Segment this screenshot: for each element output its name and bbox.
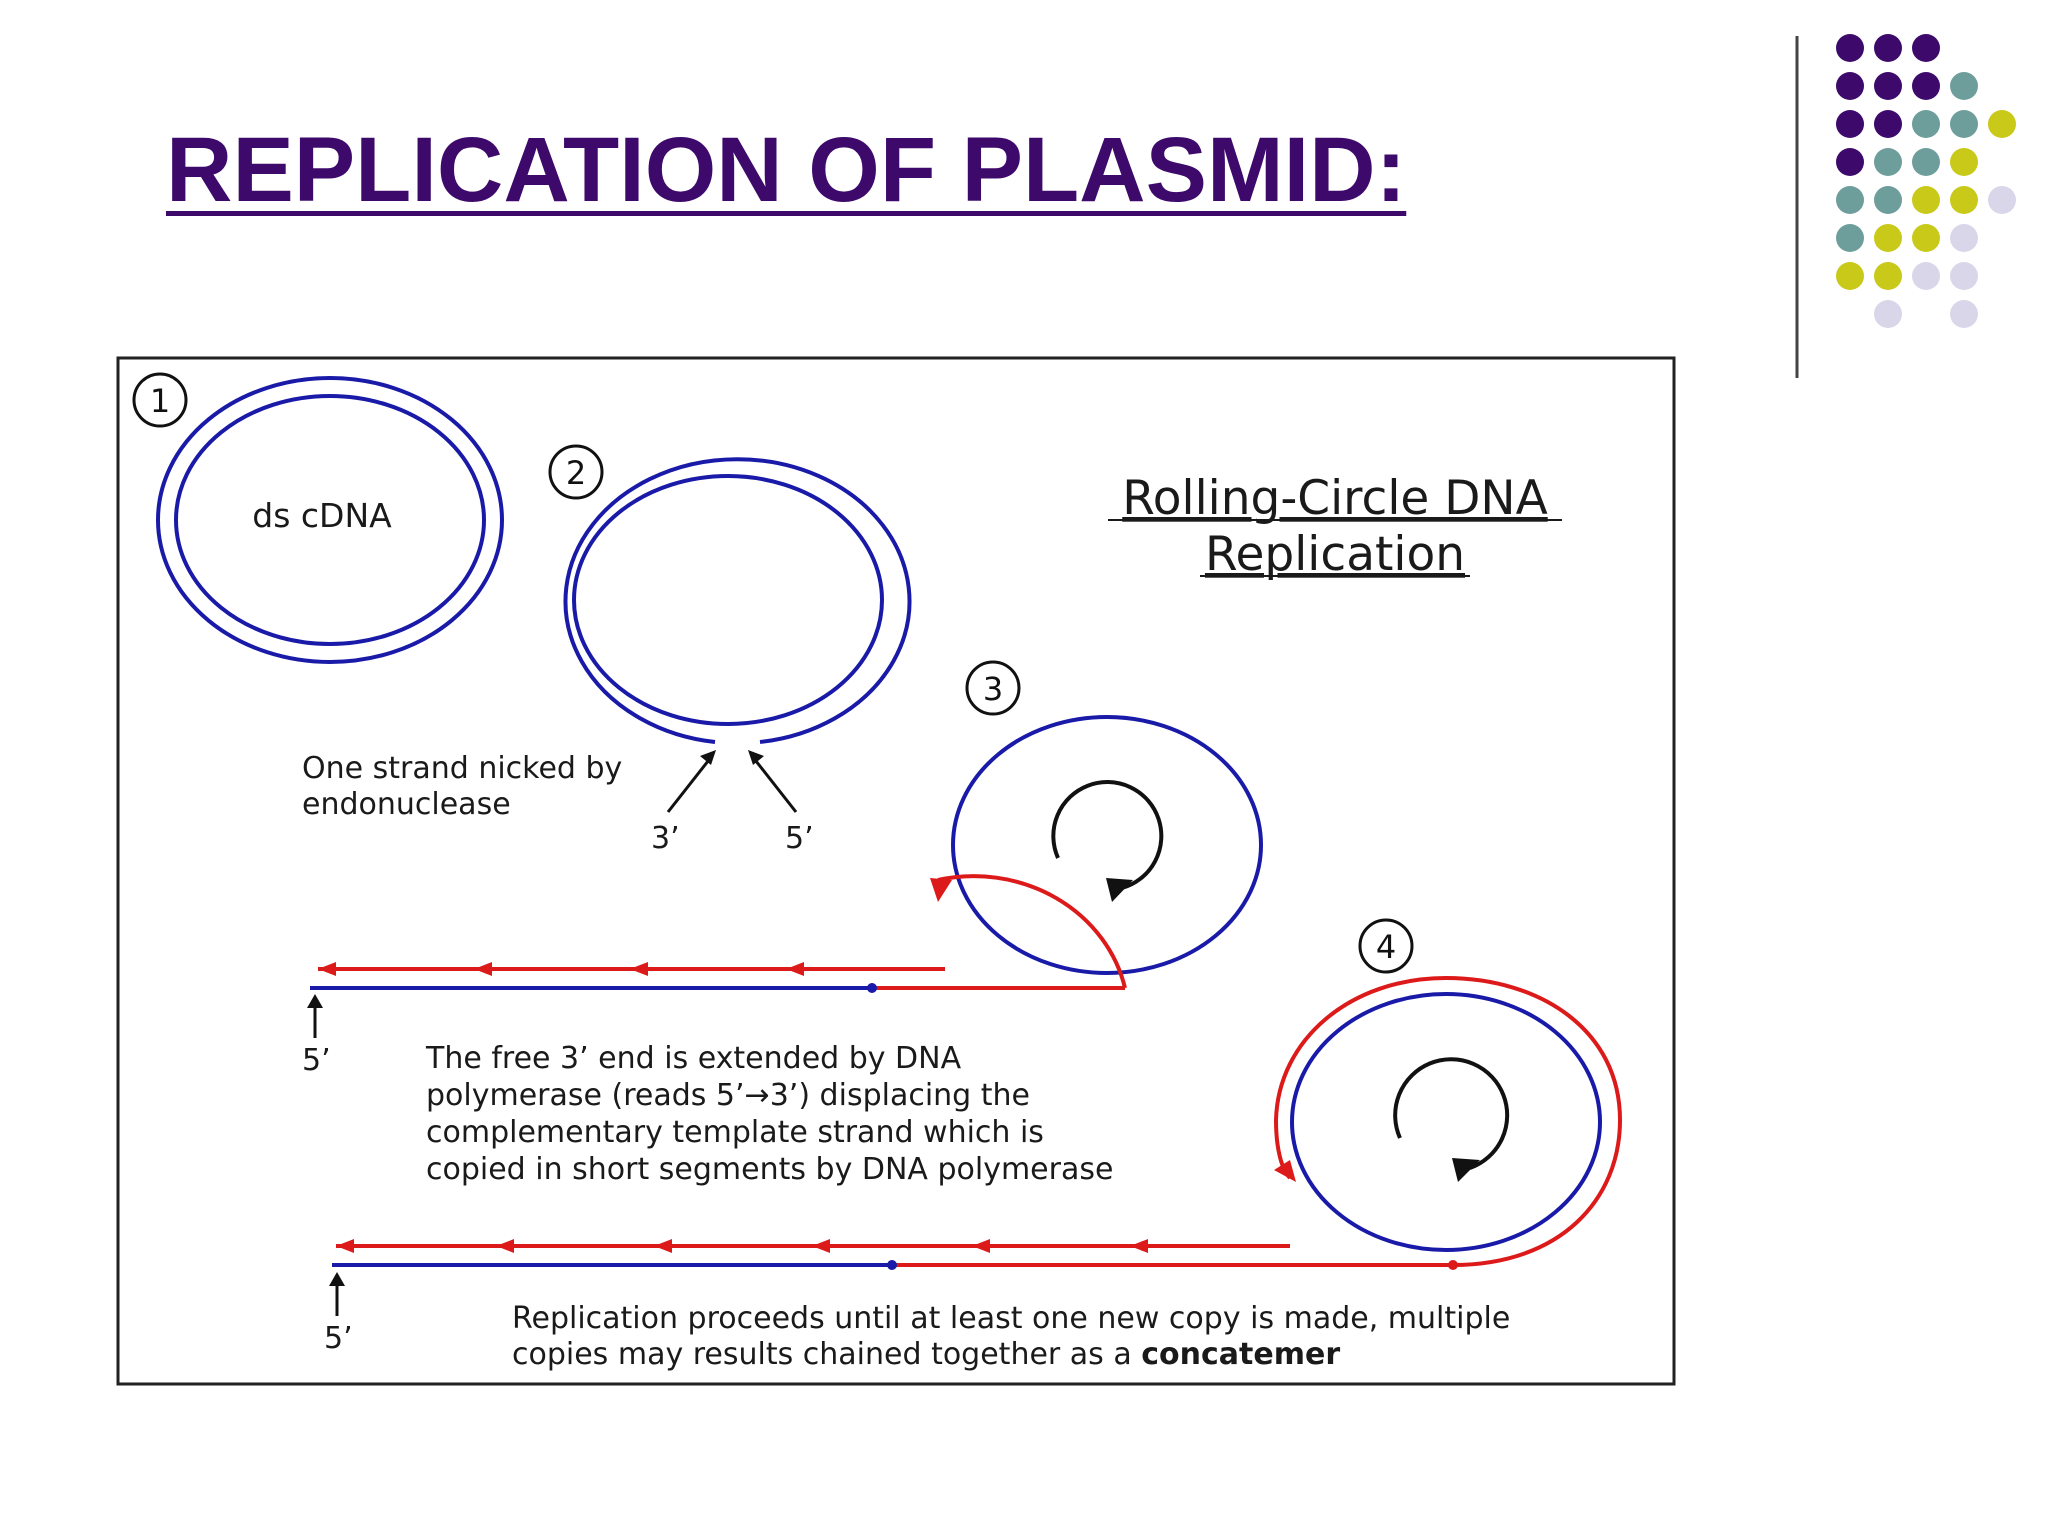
step4-caption-line1: Replication proceeds until at least one …	[512, 1301, 1510, 1336]
decorative-dot	[1836, 110, 1864, 138]
diagram-heading-line1: Rolling-Circle DNA	[1122, 471, 1547, 526]
step-number-circle-2	[548, 444, 604, 500]
decorative-dot	[1874, 72, 1902, 100]
okazaki-arrow-3b	[474, 962, 492, 976]
okazaki-arrow-4d	[812, 1239, 830, 1253]
step3-rotation-arrow	[1051, 780, 1164, 890]
diagram-heading-line2: Replication	[1205, 527, 1465, 582]
step4-junction-dot-blue	[887, 1260, 897, 1270]
okazaki-arrow-4a	[336, 1239, 354, 1253]
step4-5prime-pointer-head	[329, 1272, 345, 1286]
step4-rotation-arrowhead	[1452, 1158, 1480, 1182]
decorative-dot	[1988, 110, 2016, 138]
decorative-dot	[1912, 224, 1940, 252]
step-number-circle-4	[1358, 918, 1414, 974]
step4-rotation-arrow	[1393, 1057, 1510, 1170]
step-number-circle-1	[132, 372, 188, 428]
decorative-dot	[1912, 110, 1940, 138]
end-label-3prime: 3’	[651, 821, 680, 856]
step3-new-strand-arrowhead	[930, 878, 952, 902]
step4-template-circle	[1290, 992, 1602, 1252]
step-number-circle-3	[965, 660, 1021, 716]
decorative-dot	[1950, 262, 1978, 290]
nick-pointer-3prime-head	[700, 750, 716, 765]
okazaki-arrow-4b	[496, 1239, 514, 1253]
diagram-frame	[116, 356, 1676, 1386]
decorative-dot	[1912, 186, 1940, 214]
okazaki-arrow-3d	[786, 962, 804, 976]
decorative-dot	[1874, 224, 1902, 252]
step3-5prime-pointer-head	[307, 994, 323, 1008]
decorative-dot	[1874, 110, 1902, 138]
decorative-dot	[1950, 186, 1978, 214]
decorative-dot	[1874, 34, 1902, 62]
end-label-5prime: 5’	[785, 821, 814, 856]
step3-template-circle	[951, 715, 1263, 975]
step3-new-strand-arc	[937, 874, 1127, 989]
step3-caption-line3: complementary template strand which is	[426, 1115, 1044, 1150]
step4-new-strand-loop	[1273, 975, 1623, 1267]
decorative-dot	[1912, 34, 1940, 62]
okazaki-arrow-3c	[630, 962, 648, 976]
step1-label: ds cDNA	[252, 496, 392, 535]
step3-junction-dot	[867, 983, 877, 993]
step4-junction-dot-red	[1448, 1260, 1458, 1270]
step3-caption-line2: polymerase (reads 5’→3’) displacing the	[426, 1078, 1030, 1113]
decorative-dot	[1836, 262, 1864, 290]
decorative-dot	[1874, 262, 1902, 290]
decorative-dot	[1950, 72, 1978, 100]
decorative-dot	[1836, 186, 1864, 214]
decorative-dot	[1988, 186, 2016, 214]
step-number-3: 3	[983, 670, 1003, 708]
step-number-4: 4	[1376, 928, 1396, 966]
step4-new-strand-arrowhead	[1274, 1160, 1296, 1182]
nick-pointer-5prime	[750, 755, 798, 813]
step3-rotation-arrowhead	[1106, 878, 1133, 902]
decorative-dot	[1912, 148, 1940, 176]
decorative-dot	[1950, 148, 1978, 176]
nick-pointer-5prime-head	[748, 750, 764, 765]
slide-title: REPLICATION OF PLASMID:	[166, 119, 1407, 221]
step1-inner-strand	[174, 394, 486, 646]
decorative-dot	[1950, 224, 1978, 252]
decorative-dot	[1874, 148, 1902, 176]
step2-outer-nicked-strand	[563, 457, 912, 744]
decorative-dot	[1874, 186, 1902, 214]
nick-pointer-3prime	[666, 755, 714, 813]
okazaki-arrow-3a	[318, 962, 336, 976]
step4-caption-line2-prefix: copies may results chained together as a	[512, 1337, 1141, 1372]
decorative-dot	[1836, 72, 1864, 100]
decorative-dot	[1836, 148, 1864, 176]
step-number-1: 1	[150, 382, 170, 420]
okazaki-arrow-4c	[654, 1239, 672, 1253]
step1-outer-strand	[156, 376, 504, 664]
decorative-dot-grid	[1795, 34, 2016, 378]
decorative-dot	[1912, 262, 1940, 290]
decorative-dot	[1836, 34, 1864, 62]
decorative-dot	[1874, 300, 1902, 328]
okazaki-arrow-4e	[972, 1239, 990, 1253]
step3-caption-line1: The free 3’ end is extended by DNA	[425, 1041, 962, 1076]
step-number-2: 2	[566, 454, 586, 492]
decorative-dot	[1836, 224, 1864, 252]
step2-caption-line2: endonuclease	[302, 787, 511, 822]
step3-caption-line4: copied in short segments by DNA polymera…	[426, 1152, 1113, 1187]
step3-5prime-label: 5’	[302, 1043, 331, 1078]
decorative-dot	[1950, 110, 1978, 138]
concatemer-term: concatemer	[1141, 1337, 1340, 1372]
decorative-dot	[1950, 300, 1978, 328]
decorative-dot	[1912, 72, 1940, 100]
step4-5prime-label: 5’	[324, 1321, 353, 1356]
okazaki-arrow-4f	[1130, 1239, 1148, 1253]
step2-inner-strand	[572, 474, 884, 726]
step2-caption-line1: One strand nicked by	[302, 751, 622, 786]
step4-caption-line2: copies may results chained together as a…	[512, 1337, 1340, 1372]
